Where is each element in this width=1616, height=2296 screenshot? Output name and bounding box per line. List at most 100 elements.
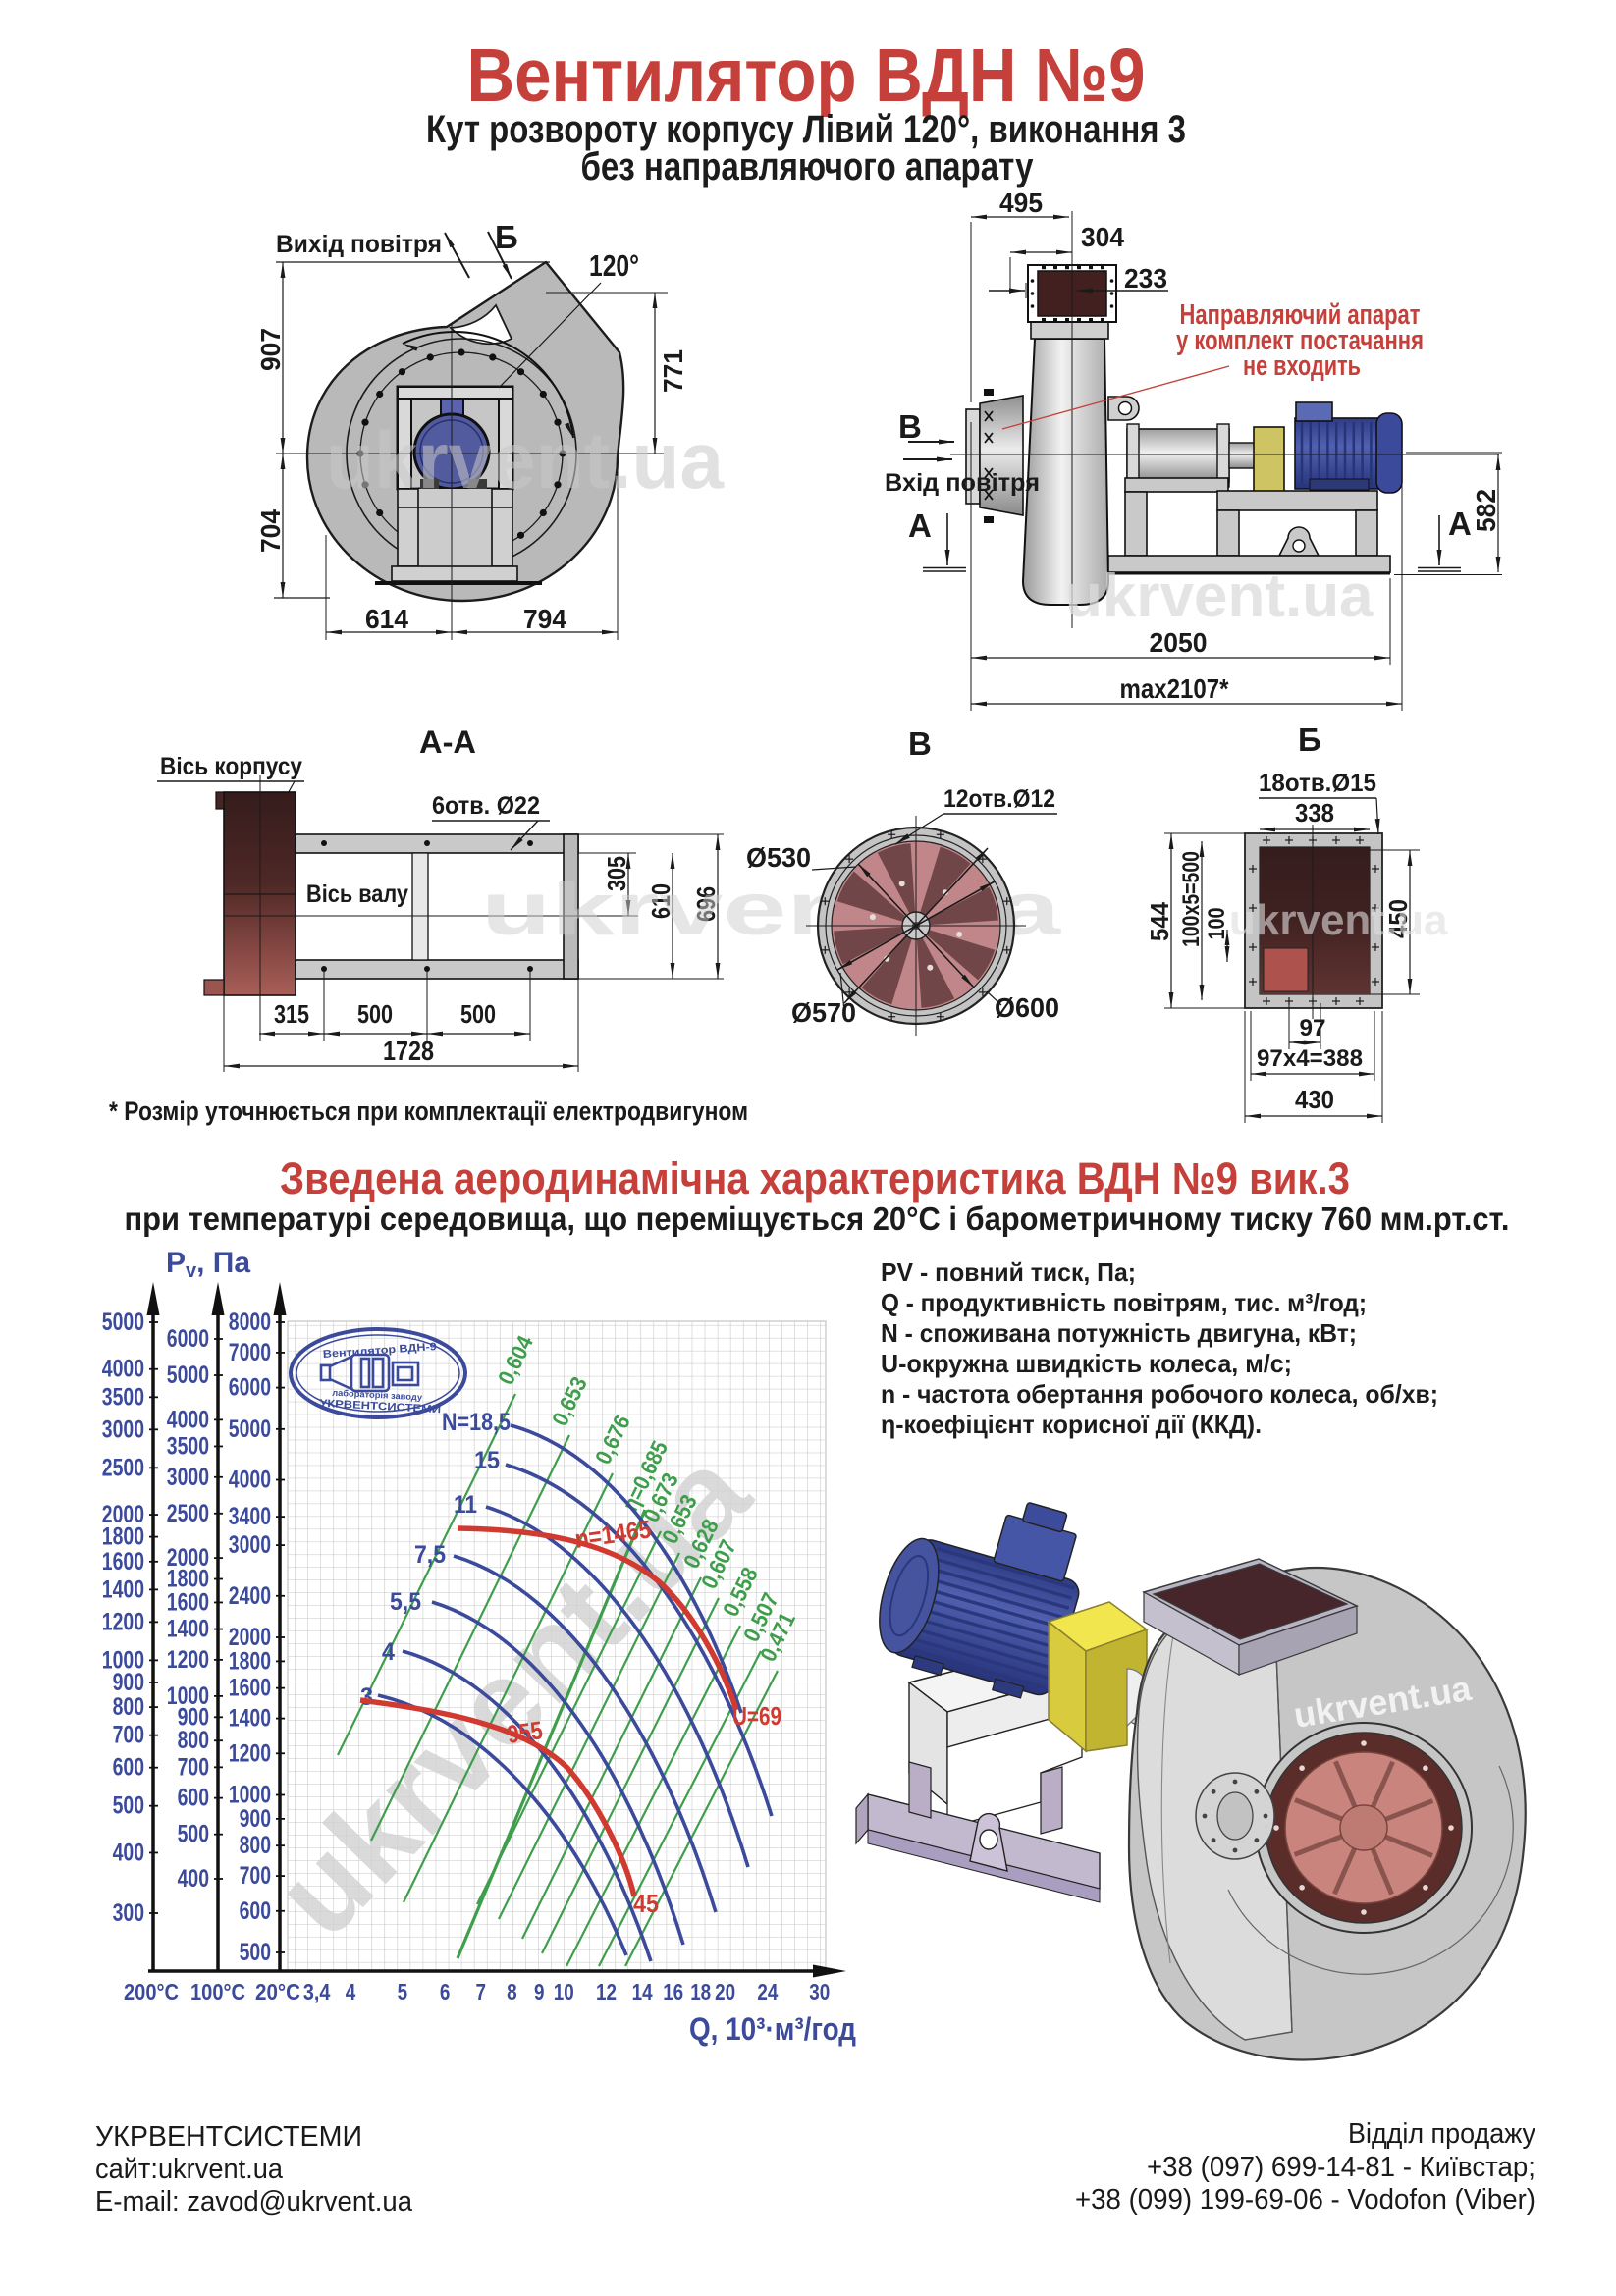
svg-text:8000: 8000 bbox=[229, 1308, 271, 1336]
svg-text:2400: 2400 bbox=[229, 1582, 271, 1610]
svg-text:2000: 2000 bbox=[102, 1501, 144, 1528]
svg-text:16: 16 bbox=[663, 1979, 683, 2004]
svg-text:6: 6 bbox=[440, 1979, 451, 2004]
svg-text:304: 304 bbox=[1081, 222, 1124, 252]
svg-text:7: 7 bbox=[475, 1979, 486, 2004]
svg-text:без направляючого апарату: без направляючого апарату bbox=[581, 145, 1035, 188]
svg-text:max2107*: max2107* bbox=[1120, 673, 1229, 704]
svg-text:УКРВЕНТСИСТЕМИ: УКРВЕНТСИСТЕМИ bbox=[95, 2121, 362, 2153]
svg-text:Направляючий апарат: Направляючий апарат bbox=[1180, 299, 1421, 331]
svg-text:при температурі середовища, що: при температурі середовища, що переміщує… bbox=[125, 1201, 1510, 1237]
svg-text:900: 900 bbox=[240, 1805, 271, 1833]
svg-text:2500: 2500 bbox=[167, 1500, 209, 1527]
svg-text:12отв.Ø12: 12отв.Ø12 bbox=[943, 785, 1055, 813]
svg-text:4000: 4000 bbox=[167, 1406, 209, 1433]
svg-text:Q - продуктивність повітрям, т: Q - продуктивність повітрям, тис. м³/год… bbox=[881, 1288, 1367, 1317]
svg-text:400: 400 bbox=[113, 1839, 144, 1866]
svg-text:В: В bbox=[908, 725, 932, 762]
svg-text:не входить: не входить bbox=[1243, 350, 1361, 382]
svg-text:Вісь валу: Вісь валу bbox=[306, 881, 408, 908]
svg-text:495: 495 bbox=[999, 187, 1043, 218]
svg-text:500: 500 bbox=[240, 1939, 271, 1966]
svg-text:614: 614 bbox=[365, 604, 408, 634]
svg-text:12: 12 bbox=[596, 1979, 617, 2004]
svg-text:700: 700 bbox=[240, 1862, 271, 1890]
svg-text:5000: 5000 bbox=[102, 1308, 144, 1336]
svg-text:45: 45 bbox=[633, 1889, 659, 1918]
svg-text:1400: 1400 bbox=[167, 1616, 209, 1643]
svg-text:1400: 1400 bbox=[102, 1575, 144, 1603]
svg-text:А: А bbox=[908, 507, 932, 544]
svg-text:* Розмір уточнюється при компл: * Розмір уточнюється при комплектації ел… bbox=[109, 1096, 748, 1126]
svg-text:n - частота обертання робочого: n - частота обертання робочого колеса, о… bbox=[881, 1379, 1438, 1409]
svg-text:800: 800 bbox=[240, 1832, 271, 1859]
svg-text:30: 30 bbox=[809, 1979, 830, 2004]
svg-text:1000: 1000 bbox=[102, 1646, 144, 1674]
svg-text:η-коефіцієнт корисної дії (ККД: η-коефіцієнт корисної дії (ККД). bbox=[881, 1410, 1262, 1439]
svg-text:3500: 3500 bbox=[167, 1432, 209, 1460]
svg-text:11: 11 bbox=[454, 1491, 477, 1519]
svg-text:2500: 2500 bbox=[102, 1454, 144, 1481]
svg-text:1800: 1800 bbox=[229, 1647, 271, 1675]
svg-text:3000: 3000 bbox=[167, 1464, 209, 1491]
svg-text:1000: 1000 bbox=[167, 1682, 209, 1710]
svg-text:400: 400 bbox=[178, 1865, 209, 1893]
svg-text:696: 696 bbox=[691, 886, 721, 922]
svg-text:7,5: 7,5 bbox=[414, 1541, 446, 1569]
svg-text:5000: 5000 bbox=[229, 1415, 271, 1443]
svg-text:6отв. Ø22: 6отв. Ø22 bbox=[432, 792, 540, 820]
svg-text:Вентилятор ВДН №9: Вентилятор ВДН №9 bbox=[467, 33, 1146, 118]
svg-text:1600: 1600 bbox=[229, 1675, 271, 1702]
svg-text:Вихід повітря: Вихід повітря bbox=[276, 231, 442, 258]
svg-text:100°С: 100°С bbox=[190, 1979, 245, 2004]
svg-text:300: 300 bbox=[113, 1899, 144, 1927]
svg-text:600: 600 bbox=[178, 1785, 209, 1812]
svg-text:7000: 7000 bbox=[229, 1339, 271, 1366]
svg-text:20: 20 bbox=[715, 1979, 735, 2004]
svg-text:4: 4 bbox=[346, 1979, 356, 2004]
svg-text:900: 900 bbox=[178, 1703, 209, 1731]
svg-text:430: 430 bbox=[1295, 1085, 1334, 1114]
svg-text:100: 100 bbox=[1204, 908, 1230, 940]
svg-text:Q, 10³·м³/год: Q, 10³·м³/год bbox=[689, 2011, 856, 2047]
svg-text:907: 907 bbox=[255, 328, 286, 371]
svg-text:1400: 1400 bbox=[229, 1705, 271, 1733]
svg-text:97: 97 bbox=[1300, 1015, 1326, 1041]
svg-text:+38 (099) 199-69-06 - Vodofon: +38 (099) 199-69-06 - Vodofon (Viber) bbox=[1075, 2184, 1535, 2216]
svg-text:5,5: 5,5 bbox=[390, 1588, 421, 1616]
svg-text:1200: 1200 bbox=[229, 1739, 271, 1767]
svg-text:700: 700 bbox=[178, 1753, 209, 1781]
svg-text:3400: 3400 bbox=[229, 1503, 271, 1530]
svg-text:Вхід повітря: Вхід повітря bbox=[885, 469, 1040, 497]
svg-text:1800: 1800 bbox=[102, 1523, 144, 1551]
svg-text:15: 15 bbox=[474, 1447, 500, 1474]
svg-text:2000: 2000 bbox=[167, 1544, 209, 1572]
svg-text:600: 600 bbox=[113, 1754, 144, 1782]
svg-text:А: А bbox=[1448, 506, 1472, 542]
svg-text:9: 9 bbox=[534, 1979, 545, 2004]
svg-text:3: 3 bbox=[360, 1683, 373, 1711]
svg-text:600: 600 bbox=[240, 1897, 271, 1925]
svg-text:N - споживана потужність двигу: N - споживана потужність двигуна, кВт; bbox=[881, 1318, 1357, 1348]
svg-text:Зведена аеродинамічна характер: Зведена аеродинамічна характеристика ВДН… bbox=[280, 1153, 1350, 1203]
svg-text:800: 800 bbox=[178, 1727, 209, 1754]
svg-text:5: 5 bbox=[398, 1979, 408, 2004]
svg-text:4000: 4000 bbox=[229, 1467, 271, 1494]
svg-text:U-окружна швидкість колеса, м/: U-окружна швидкість колеса, м/с; bbox=[881, 1349, 1292, 1378]
svg-text:100х5=500: 100х5=500 bbox=[1178, 851, 1205, 947]
svg-text:1200: 1200 bbox=[102, 1608, 144, 1635]
svg-text:500: 500 bbox=[460, 999, 496, 1029]
svg-text:800: 800 bbox=[113, 1693, 144, 1721]
svg-text:ukrvent.ua: ukrvent.ua bbox=[1065, 562, 1374, 630]
svg-text:2050: 2050 bbox=[1150, 627, 1208, 658]
svg-text:500: 500 bbox=[357, 999, 393, 1029]
svg-text:5000: 5000 bbox=[167, 1362, 209, 1389]
svg-text:700: 700 bbox=[113, 1722, 144, 1749]
svg-text:Ø570: Ø570 bbox=[791, 997, 856, 1028]
svg-text:544: 544 bbox=[1145, 902, 1174, 941]
svg-text:3000: 3000 bbox=[102, 1415, 144, 1443]
svg-text:сайт:ukrvent.ua: сайт:ukrvent.ua bbox=[95, 2154, 284, 2185]
svg-text:20°С: 20°С bbox=[255, 1979, 300, 2004]
svg-text:E-mail: zavod@ukrvent.ua: E-mail: zavod@ukrvent.ua bbox=[95, 2186, 413, 2217]
svg-text:582: 582 bbox=[1471, 489, 1501, 532]
